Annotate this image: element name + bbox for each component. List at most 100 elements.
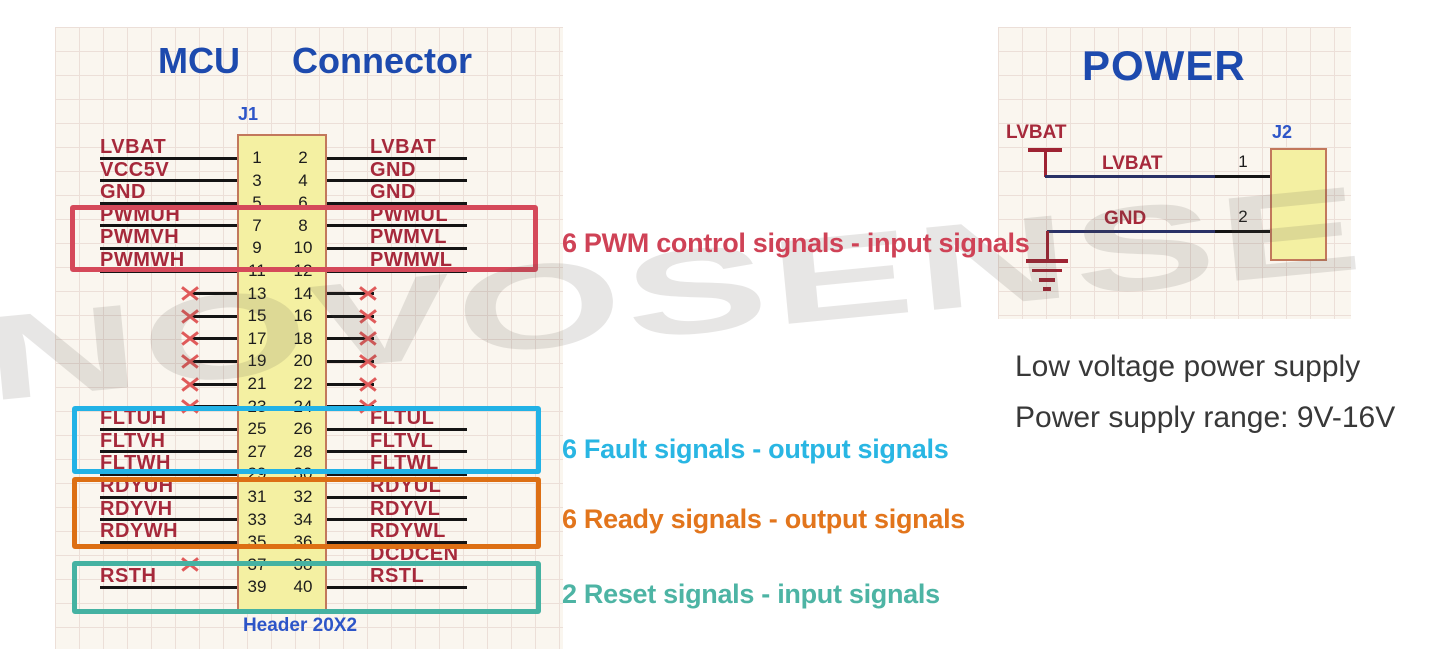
- mcu-connector-title: MCU Connector: [158, 40, 472, 82]
- power-port-label: LVBAT: [1006, 122, 1067, 143]
- power-title: POWER: [1082, 42, 1246, 89]
- net-wire: [100, 472, 237, 476]
- pin-number: 33: [247, 509, 267, 529]
- j1-footprint-label: Header 20X2: [242, 615, 358, 636]
- nc-stub-wire: [190, 314, 237, 318]
- pin-number: 39: [247, 577, 267, 597]
- nc-stub-wire: [327, 314, 374, 318]
- no-connect-x-icon: [359, 331, 377, 347]
- pin-number: 3: [252, 170, 262, 190]
- fault-group-box: [72, 406, 541, 474]
- no-connect-x-icon: [181, 308, 199, 324]
- fault-annotation: 6 Fault signals - output signals: [562, 434, 949, 464]
- ground-symbol-bar3: [1039, 278, 1055, 282]
- pin-number: 17: [247, 328, 267, 348]
- net-label: FLTVH: [100, 429, 166, 452]
- gnd-net-label: GND: [1104, 208, 1147, 229]
- net-label: LVBAT: [370, 136, 437, 158]
- net-wire: [327, 201, 467, 205]
- mcu-title-word2: Connector: [291, 40, 472, 81]
- no-connect-x-icon: [181, 376, 199, 392]
- pin-number: 32: [293, 487, 313, 506]
- net-wire: [100, 246, 237, 250]
- pin-number: 7: [252, 215, 262, 235]
- net-wire: [100, 179, 237, 183]
- pwm-annotation: 6 PWM control signals - input signals: [562, 228, 1030, 258]
- net-wire: [100, 224, 237, 228]
- net-label: FLTUH: [100, 407, 167, 430]
- gnd-wire: [1047, 229, 1217, 233]
- net-label: RDYVH: [100, 497, 173, 520]
- ground-symbol-stem: [1046, 231, 1049, 260]
- pin-number: 13: [247, 283, 267, 303]
- pin-number: 40: [293, 577, 313, 597]
- net-wire: [100, 450, 237, 454]
- net-wire: [327, 540, 467, 544]
- no-connect-x-icon: [359, 286, 377, 302]
- no-connect-x-icon: [359, 376, 377, 392]
- nc-stub-wire: [327, 359, 374, 363]
- pin-number: 4: [298, 170, 308, 190]
- pin-number: 34: [293, 509, 313, 529]
- net-wire: [100, 427, 237, 431]
- net-wire: [100, 495, 237, 499]
- j1-designator: J1: [238, 104, 259, 124]
- nc-stub-wire: [190, 292, 237, 296]
- net-label: VCC5V: [100, 158, 170, 181]
- pin-number: 8: [298, 215, 308, 235]
- j2-designator: J2: [1272, 122, 1293, 142]
- j2-connector-body: [1270, 148, 1327, 261]
- pin-number: 25: [247, 419, 267, 439]
- pin-number: 9: [252, 238, 262, 258]
- pin-number: 10: [293, 238, 313, 258]
- net-label: PWMWL: [370, 249, 453, 271]
- no-connect-x-icon: [181, 331, 199, 347]
- power-port-stem: [1044, 150, 1047, 177]
- net-label: FLTUL: [370, 407, 435, 430]
- net-label: PWMWH: [100, 249, 185, 271]
- net-wire: [327, 179, 467, 183]
- pin-number: 26: [293, 419, 313, 439]
- pin-number: 16: [293, 306, 313, 326]
- nc-stub-wire: [327, 337, 374, 341]
- pin-number: 6: [298, 193, 308, 213]
- net-label: PWMVH: [100, 226, 180, 249]
- net-label: FLTWL: [370, 452, 439, 475]
- no-connect-x-icon: [181, 353, 199, 369]
- net-label: LVBAT: [100, 136, 167, 158]
- net-wire: [100, 585, 237, 589]
- reset-annotation: 2 Reset signals - input signals: [562, 579, 940, 609]
- pin-number: 21: [247, 374, 267, 393]
- no-connect-x-icon: [181, 286, 199, 302]
- j2-pin1-number: 1: [1238, 152, 1248, 171]
- net-wire: [327, 585, 467, 589]
- nc-stub-wire: [327, 292, 374, 296]
- j2-pin1-lead: [1215, 174, 1270, 178]
- nc-stub-wire: [190, 382, 237, 386]
- pin-number: 15: [247, 306, 267, 326]
- net-label: RSTL: [370, 565, 425, 588]
- j2-pin2-number: 2: [1238, 207, 1248, 226]
- lvbat-wire: [1045, 174, 1217, 178]
- pin-number: 20: [293, 351, 313, 371]
- net-wire: [327, 495, 467, 499]
- pin-number: 5: [252, 193, 262, 213]
- nc-stub-wire: [190, 337, 237, 341]
- net-label: GND: [370, 158, 416, 181]
- reset-group-box: [72, 561, 541, 614]
- net-wire: [100, 201, 237, 205]
- power-note-line2: Power supply range: 9V-16V: [1015, 401, 1396, 434]
- pin-number: 2: [298, 148, 308, 167]
- net-label: RSTH: [100, 565, 157, 588]
- pwm-group-box: [70, 205, 538, 272]
- net-label: RDYWH: [100, 520, 179, 543]
- pin-number: 1: [252, 148, 262, 167]
- net-wire: [100, 156, 237, 160]
- ground-symbol-bar4: [1043, 287, 1051, 291]
- net-wire: [327, 518, 467, 522]
- net-label: RDYWL: [370, 520, 446, 543]
- net-wire: [327, 224, 467, 228]
- net-wire: [327, 427, 467, 431]
- net-wire: [100, 518, 237, 522]
